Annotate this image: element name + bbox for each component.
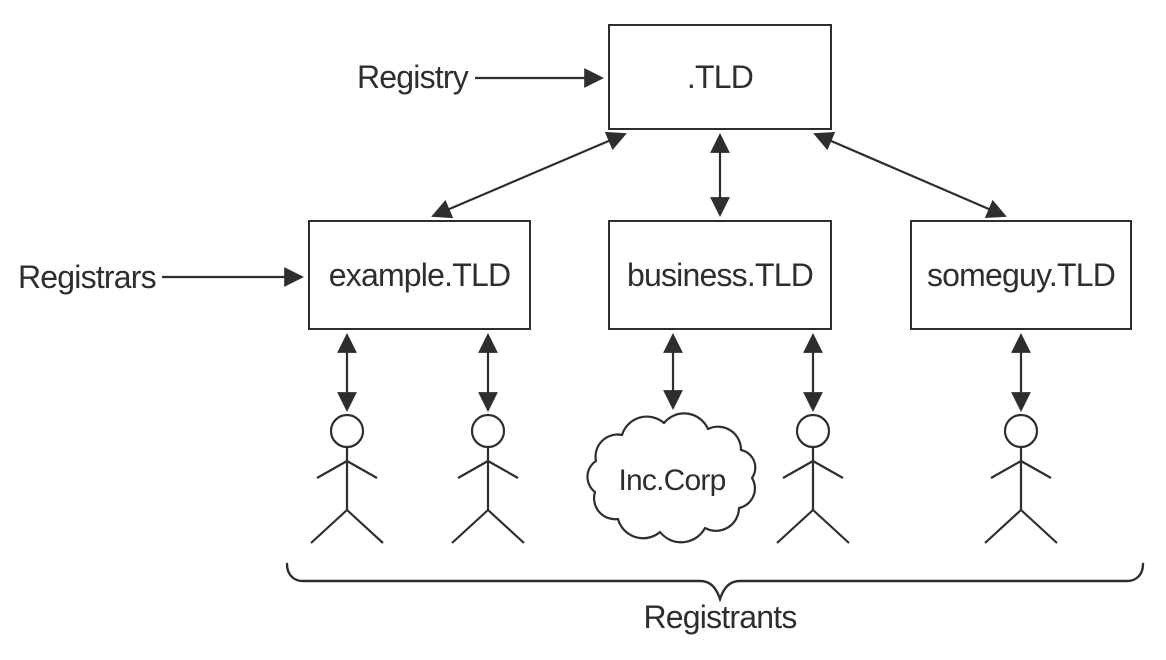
registry-node-label: .TLD bbox=[686, 59, 754, 95]
inc-corp-cloud-label: Inc.Corp bbox=[618, 464, 727, 497]
registrars-annotation-label: Registrars bbox=[18, 259, 157, 295]
registrar-node-label: business.TLD bbox=[626, 257, 814, 293]
registrar-node-box-someguy: someguy.TLD bbox=[910, 220, 1132, 330]
registrants-annotation-label: Registrants bbox=[643, 599, 797, 635]
registrants-brace bbox=[285, 562, 1145, 603]
registry-node-box: .TLD bbox=[608, 24, 832, 130]
registrar-node-box-business: business.TLD bbox=[608, 220, 832, 330]
tld-example-arrow bbox=[431, 131, 627, 219]
tld-someguy-arrow bbox=[813, 131, 1007, 219]
stick-figure-registrant bbox=[450, 413, 526, 545]
registrar-node-box-example: example.TLD bbox=[308, 220, 531, 330]
inc-corp-cloud bbox=[586, 412, 757, 544]
registry-annotation-label: Registry bbox=[357, 59, 469, 95]
stick-figure-registrant bbox=[983, 413, 1059, 545]
stick-figure-registrant bbox=[775, 413, 851, 545]
registrar-node-label: example.TLD bbox=[328, 257, 511, 293]
registrar-node-label: someguy.TLD bbox=[926, 257, 1116, 293]
stick-figure-registrant bbox=[309, 413, 385, 545]
